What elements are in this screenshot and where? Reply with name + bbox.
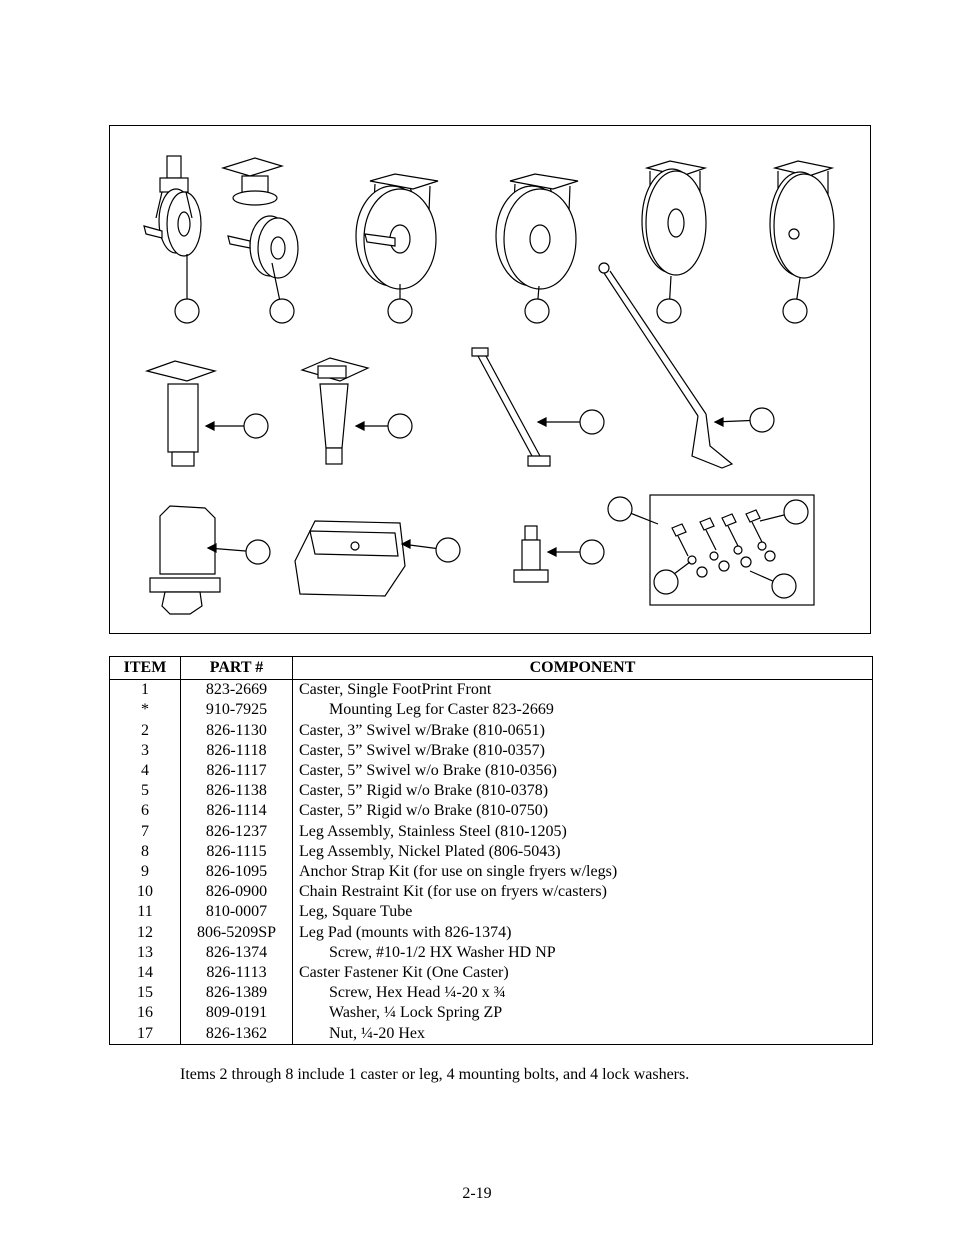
component-cell: Caster, 5” Rigid w/o Brake (810-0378) — [292, 781, 873, 802]
part-number-cell: 826-1130 — [180, 720, 293, 741]
part-number-cell: 826-1374 — [180, 942, 293, 964]
component-cell: Nut, ¼-20 Hex — [292, 1023, 873, 1045]
part-number-cell: 810-0007 — [180, 902, 293, 923]
component-cell: Caster, 5” Swivel w/o Brake (810-0356) — [292, 761, 873, 782]
part-number-cell: 823-2669 — [180, 679, 293, 701]
component-cell: Anchor Strap Kit (for use on single frye… — [292, 862, 873, 883]
leg-nickel-drawing — [300, 357, 370, 465]
item-cell: 15 — [109, 983, 181, 1004]
component-cell: Washer, ¼ Lock Spring ZP — [292, 1003, 873, 1024]
leg-stainless-drawing — [144, 360, 218, 467]
component-cell: Caster, 5” Swivel w/Brake (810-0357) — [292, 740, 873, 762]
component-cell: Caster, Single FootPrint Front — [292, 679, 873, 701]
part-number-cell: 826-1114 — [180, 801, 293, 822]
header-part-number: PART # — [180, 655, 293, 681]
item-cell: 2 — [109, 720, 181, 741]
item-cell: 11 — [109, 902, 181, 923]
item-cell: 10 — [109, 882, 181, 903]
header-item: ITEM — [109, 655, 181, 681]
part-number-cell: 826-1113 — [180, 963, 293, 984]
item-cell: 8 — [109, 841, 181, 863]
component-cell: Caster, 5” Rigid w/o Brake (810-0750) — [292, 801, 873, 822]
part-number-cell: 826-0900 — [180, 882, 293, 903]
component-cell: Leg Assembly, Stainless Steel (810-1205) — [292, 821, 873, 842]
caster-5in-rigid-b-drawing — [769, 160, 835, 279]
component-cell: Screw, #10-1/2 HX Washer HD NP — [292, 942, 873, 964]
leg-square-tube-drawing — [149, 505, 221, 615]
item-cell: 3 — [109, 740, 181, 762]
leg-pad-drawing — [294, 520, 406, 597]
item-cell: 1 — [109, 679, 181, 701]
caster-single-footprint-drawing — [143, 155, 202, 257]
footnote: Items 2 through 8 include 1 caster or le… — [180, 1066, 690, 1083]
page-number: 2-19 — [462, 1185, 492, 1202]
component-cell: Screw, Hex Head ¼-20 x ¾ — [292, 983, 873, 1004]
component-cell: Caster Fastener Kit (One Caster) — [292, 963, 873, 984]
part-number-cell: 806-5209SP — [180, 922, 293, 943]
header-component: COMPONENT — [292, 655, 873, 681]
part-number-cell: 826-1362 — [180, 1023, 293, 1045]
component-cell: Caster, 3” Swivel w/Brake (810-0651) — [292, 720, 873, 741]
item-cell: 9 — [109, 862, 181, 883]
parts-illustration — [109, 125, 871, 634]
table-header-row: ITEM PART # COMPONENT — [109, 655, 873, 681]
item-cell: 13 — [109, 942, 181, 964]
caster-5in-swivel-no-brake-drawing — [495, 173, 579, 290]
part-number-cell: 826-1237 — [180, 821, 293, 842]
item-cell: 16 — [109, 1003, 181, 1024]
item-cell: 14 — [109, 963, 181, 984]
part-number-cell: 809-0191 — [180, 1003, 293, 1024]
caster-3in-swivel-brake-drawing — [220, 157, 299, 279]
part-number-cell: 910-7925 — [180, 700, 293, 721]
part-number-cell: 826-1118 — [180, 740, 293, 762]
component-cell: Mounting Leg for Caster 823-2669 — [292, 700, 873, 721]
screw-drawing — [513, 525, 549, 583]
chain-restraint-drawing — [598, 262, 734, 469]
item-cell: 17 — [109, 1023, 181, 1045]
part-number-cell: 826-1115 — [180, 841, 293, 863]
component-cell: Leg Pad (mounts with 826-1374) — [292, 922, 873, 943]
item-cell: 4 — [109, 761, 181, 782]
part-number-cell: 826-1095 — [180, 862, 293, 883]
part-number-cell: 826-1117 — [180, 761, 293, 782]
component-cell: Leg, Square Tube — [292, 902, 873, 923]
item-cell: 7 — [109, 821, 181, 842]
item-cell: * — [109, 700, 181, 721]
anchor-strap-drawing — [471, 347, 551, 467]
item-cell: 12 — [109, 922, 181, 943]
component-cell: Chain Restraint Kit (for use on fryers w… — [292, 882, 873, 903]
part-number-cell: 826-1138 — [180, 781, 293, 802]
item-cell: 6 — [109, 801, 181, 822]
caster-5in-swivel-brake-drawing — [355, 173, 439, 290]
item-cell: 5 — [109, 781, 181, 802]
component-cell: Leg Assembly, Nickel Plated (806-5043) — [292, 841, 873, 863]
caster-5in-rigid-a-drawing — [641, 160, 708, 276]
part-number-cell: 826-1389 — [180, 983, 293, 1004]
